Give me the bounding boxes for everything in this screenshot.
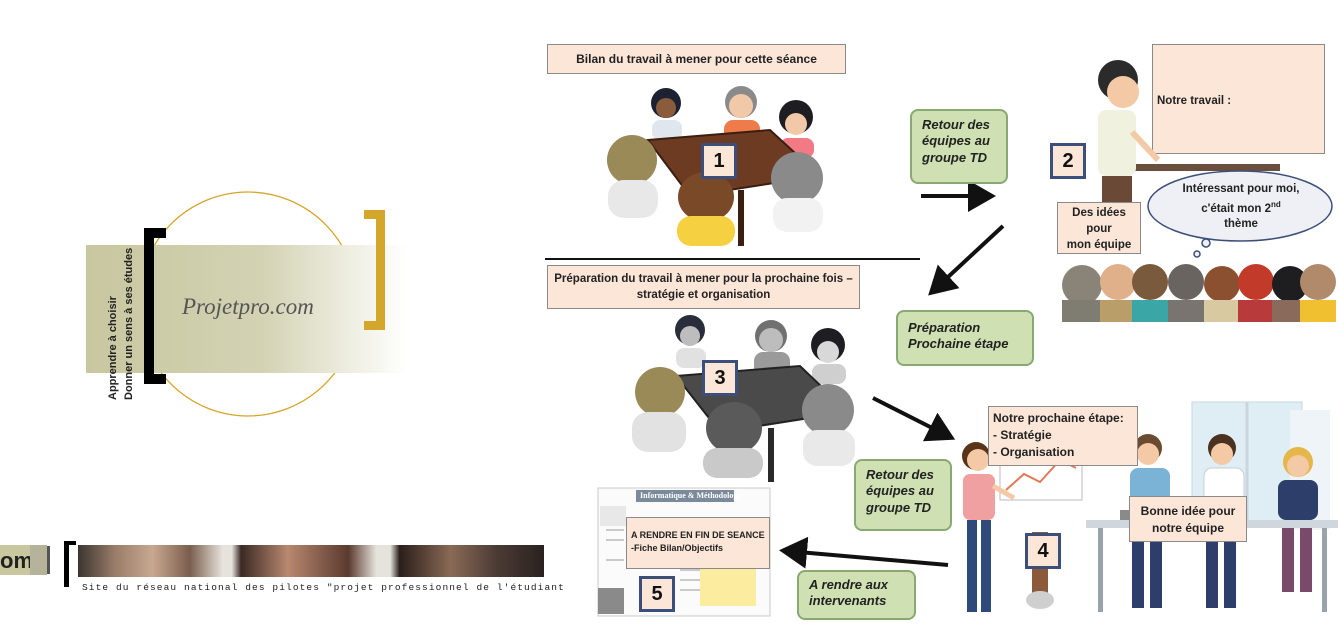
step-2-number: 2 [1050,143,1086,179]
logo-bracket-left-top [144,228,166,238]
step-1-number: 1 [701,143,737,179]
banner-photo-strip [78,545,544,577]
step-2-bubble-text-1: Intéressant pour moi, c'était mon 2 [1182,183,1300,215]
logo-bracket-right [376,210,385,330]
logo-tagline-1: Apprendre à choisir [107,296,119,400]
logo-bracket-left [144,228,154,384]
step-5-number: 5 [639,576,675,612]
step-5-doc-header: Informatique & Méthodologie [640,491,744,500]
step-3-title: Préparation du travail à mener pour la p… [547,265,860,309]
step-5-note: A RENDRE EN FIN DE SEANCE -Fiche Bilan/O… [626,517,770,569]
step-5-document-illustration [597,487,771,617]
step-1-title: Bilan du travail à mener pour cette séan… [547,44,846,74]
step-2-ideas-note: Des idées pour mon équipe [1057,202,1141,254]
arrow-2-to-3 [928,224,1005,296]
step-2-teacher-illustration [1058,60,1336,323]
banner-bar [47,546,50,574]
label-preparation: Préparation Prochaine étape [896,310,1034,366]
step-4-number: 4 [1025,533,1061,569]
step-2-bubble-text-2: thème [1224,217,1258,230]
step-2-board: Notre travail : [1152,44,1325,154]
step-3-number: 3 [702,360,738,396]
arrow-3-to-4 [872,396,956,442]
logo-bracket-left-bottom [144,374,166,384]
label-retour-1: Retour des équipes au groupe TD [910,109,1008,184]
step-4-board-note: Notre prochaine étape: - Stratégie - Org… [988,406,1138,466]
banner-swatch-2 [30,545,47,575]
logo-bracket-right-top [364,210,385,219]
banner-left-text: om [0,548,33,573]
label-rendre: A rendre aux intervenants [797,570,916,620]
logo-band [86,245,406,373]
logo-tagline-2: Donner un sens à ses études [123,247,135,400]
banner-swatch-1 [0,545,30,575]
banner-bracket [64,541,69,587]
banner-bracket-top [64,541,76,545]
step-2-bubble-sup: nd [1271,200,1281,209]
step-2-thought-bubble: Intéressant pour moi, c'était mon 2nd th… [1166,182,1316,232]
step-4-bubble: Bonne idée pour notre équipe [1129,496,1247,542]
banner-caption: Site du réseau national des pilotes "pro… [82,582,565,593]
logo-bracket-right-bottom [364,321,385,330]
arrow-4-to-5 [779,536,949,569]
label-retour-2: Retour des équipes au groupe TD [854,459,952,531]
logo-tagline: Apprendre à choisir Donner un sens à ses… [105,240,137,400]
flow-arrows [545,180,1005,569]
logo-brand: Projetpro.com [182,294,314,319]
